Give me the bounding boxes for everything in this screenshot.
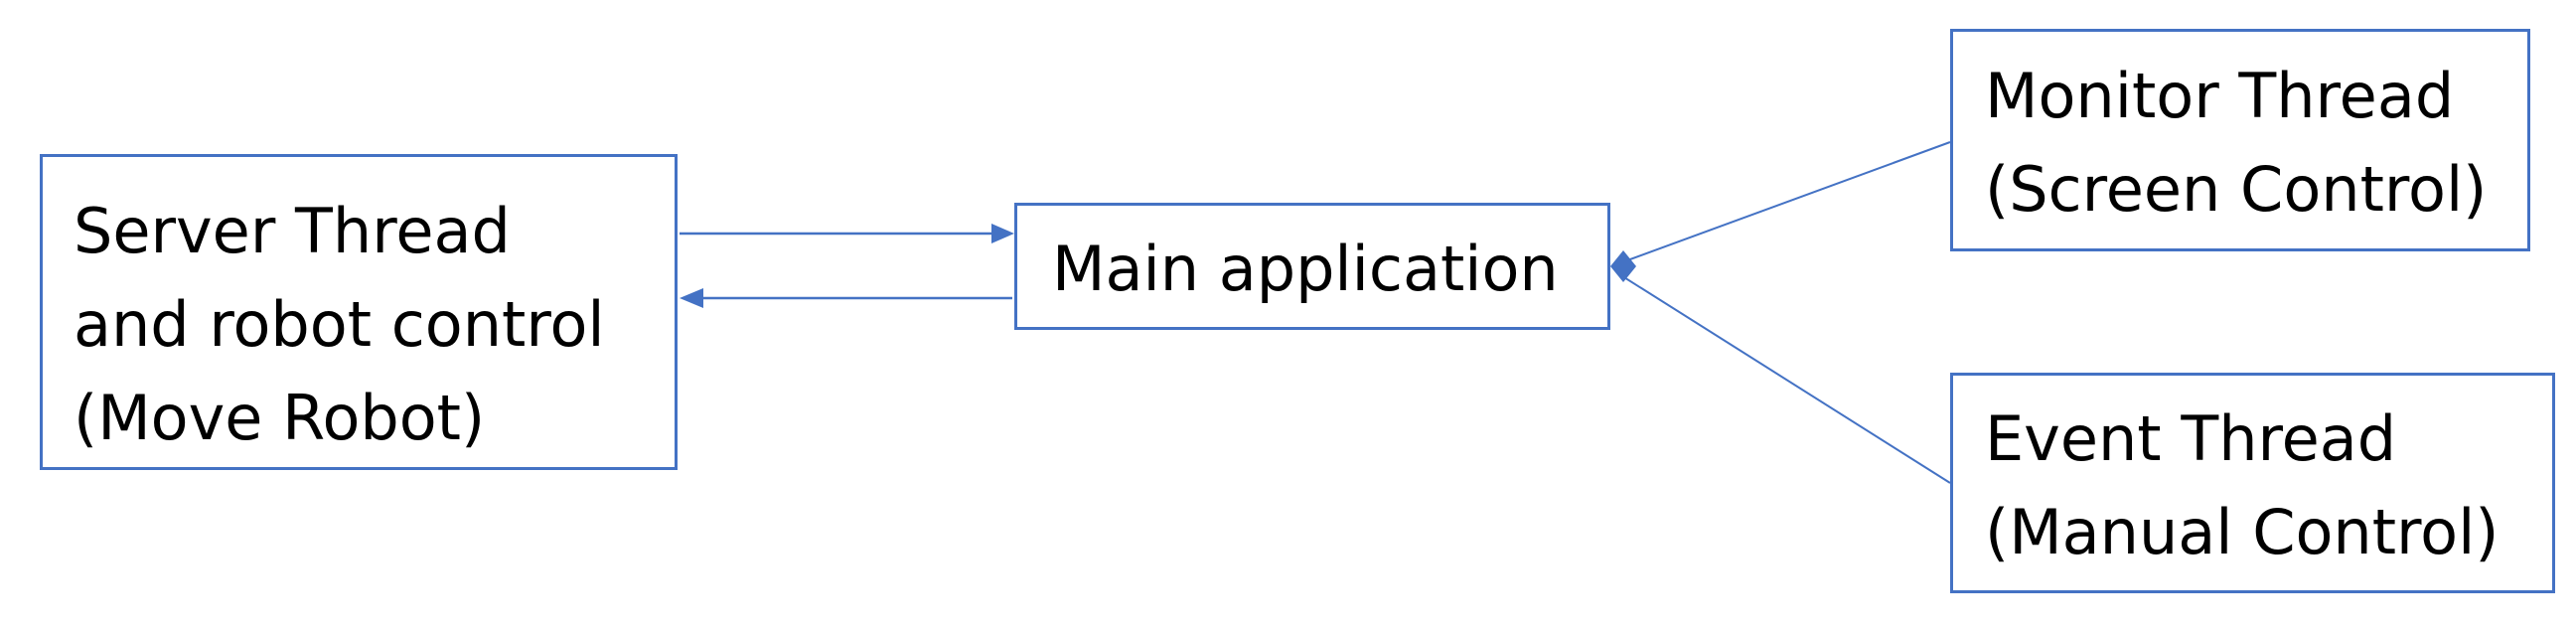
- node-server-line-3: (Move Robot): [74, 382, 486, 454]
- node-server-line-1: Server Thread: [74, 195, 511, 267]
- arrowhead-server-to-main: [991, 224, 1014, 243]
- node-monitor-thread: Monitor Thread (Screen Control): [1950, 29, 2530, 251]
- node-main-application: Main application: [1014, 203, 1610, 330]
- node-server-line-2: and robot control: [74, 288, 605, 361]
- arrowhead-main-to-server: [680, 288, 703, 308]
- node-event-line-1: Event Thread: [1985, 402, 2397, 475]
- edge-monitor-to-main: [1618, 141, 1951, 264]
- node-main-line-1: Main application: [1052, 233, 1559, 305]
- diamond-head-main: [1610, 250, 1636, 282]
- node-event-thread: Event Thread (Manual Control): [1950, 373, 2555, 593]
- node-server-thread: Server Thread and robot control (Move Ro…: [40, 154, 678, 470]
- node-monitor-line-1: Monitor Thread: [1985, 60, 2455, 132]
- node-event-line-2: (Manual Control): [1985, 496, 2500, 568]
- edge-event-to-main: [1618, 273, 1951, 484]
- node-monitor-line-2: (Screen Control): [1985, 153, 2488, 226]
